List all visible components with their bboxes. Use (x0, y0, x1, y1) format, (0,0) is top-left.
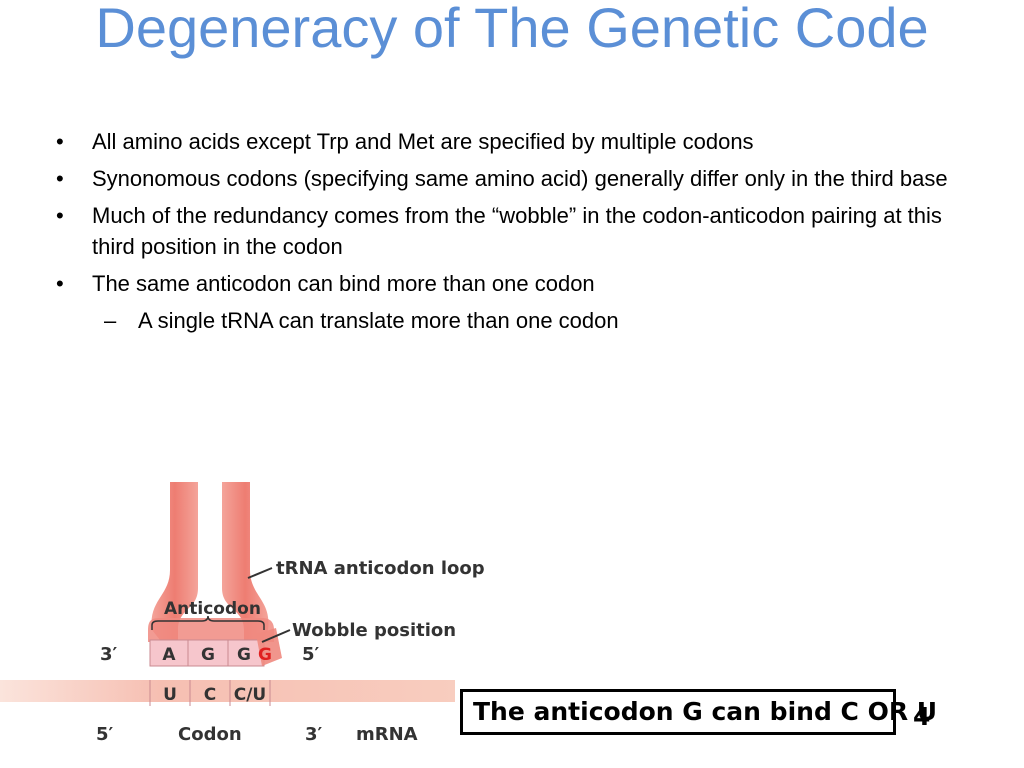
anticodon-label: Anticodon (164, 599, 261, 619)
loop-leader-line (247, 567, 273, 579)
caption-box: The anticodon G can bind C OR U (460, 689, 937, 735)
bullet-marker: • (56, 166, 64, 191)
trna-right-arm (222, 482, 269, 640)
bullet-marker: • (56, 203, 64, 228)
five-prime-bottom-label: 5′ (96, 724, 114, 745)
bullet-text: Much of the redundancy comes from the “w… (92, 203, 942, 259)
three-prime-bottom-label: 3′ (305, 724, 323, 745)
anticodon-base: G (201, 645, 215, 665)
bullet-item: • Much of the redundancy comes from the “… (56, 200, 986, 262)
codon-bases: U C C/U (149, 680, 271, 706)
wobble-pairing-figure: A G G G U C C/U tRNA anticodon loop Anti… (0, 482, 485, 745)
bullet-text: The same anticodon can bind more than on… (92, 271, 595, 296)
anticodon-base: G (237, 645, 251, 665)
wobble-position-label: Wobble position (292, 620, 456, 641)
bullet-marker: • (56, 271, 64, 296)
sub-bullet-item: –A single tRNA can translate more than o… (56, 305, 986, 336)
anticodon-base: A (162, 645, 176, 665)
bullet-item: • Synonomous codons (specifying same amin… (56, 163, 986, 194)
anticodon-base-box (187, 639, 229, 667)
three-prime-top-label: 3′ (100, 644, 118, 665)
bullet-text: Synonomous codons (specifying same amino… (92, 166, 948, 191)
bullet-text: A single tRNA can translate more than on… (138, 308, 619, 333)
bullet-marker: – (104, 308, 117, 333)
anticodon-bases: A G G (149, 639, 265, 667)
wobble-base-shape (256, 628, 282, 666)
wobble-base: G (258, 645, 272, 665)
bullet-text: All amino acids except Trp and Met are s… (92, 129, 754, 154)
codon-base: C (204, 685, 216, 705)
anticodon-base-box (149, 639, 189, 667)
five-prime-top-label: 5′ (302, 644, 320, 665)
bullet-item: • All amino acids except Trp and Met are … (56, 126, 986, 157)
anticodon-brace (151, 615, 265, 630)
bullet-marker: • (56, 129, 64, 154)
wobble-leader-line (261, 629, 291, 643)
bullet-item: • The same anticodon can bind more than o… (56, 268, 986, 299)
codon-base: C/U (234, 685, 267, 705)
trna-loop-base (148, 618, 274, 642)
bullet-list: • All amino acids except Trp and Met are … (56, 126, 986, 342)
trna-loop-label: tRNA anticodon loop (276, 558, 485, 579)
mrna-strand (0, 680, 455, 702)
trna-left-arm (151, 482, 198, 640)
codon-base: U (163, 685, 177, 705)
slide-title: Degeneracy of The Genetic Code (95, 0, 929, 59)
mrna-label: mRNA (356, 724, 418, 745)
page-number: 4 (913, 702, 931, 731)
codon-label: Codon (178, 724, 242, 745)
